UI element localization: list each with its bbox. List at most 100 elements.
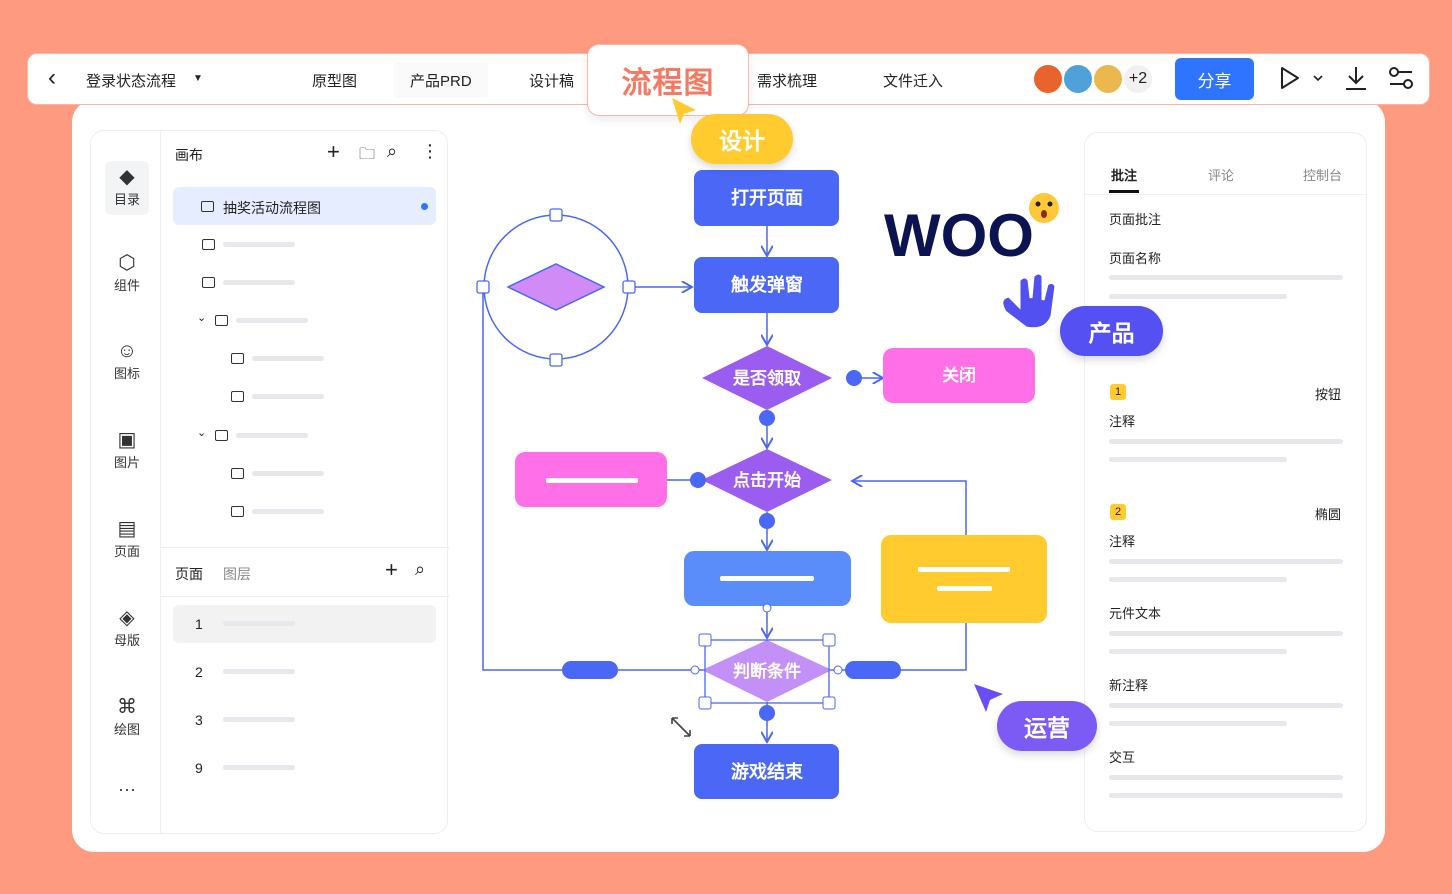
tab-requirements[interactable]: 需求梳理 (757, 73, 818, 90)
canvas-title: 画布 (175, 147, 203, 163)
surprised-face-icon (1027, 191, 1061, 225)
avatar[interactable] (1092, 63, 1124, 95)
settings-sliders-icon[interactable] (1389, 67, 1413, 89)
page-number: 1 (195, 616, 203, 632)
image-icon: ▣ (117, 429, 137, 451)
tab-design[interactable]: 设计稿 (529, 73, 575, 90)
smiley-icon: ☺ (116, 340, 138, 362)
tab-annotations[interactable]: 批注 (1111, 168, 1138, 183)
node-judge-condition[interactable] (702, 640, 832, 702)
search-icon[interactable]: ⌕ (415, 559, 426, 579)
layers-icon: ◆ (119, 166, 135, 188)
node-label: 打开页面 (731, 187, 803, 208)
folder-icon[interactable]: 🗀 (359, 146, 376, 163)
node-label: 触发弹窗 (731, 274, 803, 295)
rail-images[interactable]: ▣图片 (105, 428, 149, 471)
search-icon[interactable]: ⌕ (387, 141, 398, 161)
tree-item-label: 抽奖活动流程图 (223, 200, 321, 216)
page-name-label: 页面名称 (1109, 251, 1162, 266)
unsaved-dot (421, 203, 428, 210)
node-label: 游戏结束 (731, 761, 804, 782)
node-label: 点击开始 (733, 470, 801, 490)
new-note-label: 新注释 (1109, 678, 1149, 693)
chevron-down-icon[interactable]: ⌄ (197, 427, 207, 439)
note-label: 注释 (1109, 534, 1136, 549)
node-close[interactable] (883, 348, 1035, 403)
tab-prd[interactable]: 产品PRD (394, 62, 488, 98)
annotation-type: 椭圆 (1315, 507, 1342, 522)
tree-item-selected[interactable]: 抽奖活动流程图 (173, 187, 436, 225)
more-collaborators[interactable]: +2 (1122, 63, 1154, 95)
element-text-label: 元件文本 (1109, 606, 1162, 621)
avatar[interactable] (1062, 63, 1094, 95)
page-number: 2 (195, 664, 203, 680)
interaction-label: 交互 (1109, 750, 1136, 765)
avatar[interactable] (1032, 63, 1064, 95)
node-click-start[interactable] (702, 449, 832, 512)
page-item[interactable]: 2 (173, 653, 436, 691)
diamond-shape[interactable] (506, 263, 606, 311)
page-item[interactable]: 1 (173, 605, 436, 643)
rail-label: 母版 (113, 633, 140, 648)
rail-more[interactable]: ··· (118, 779, 136, 799)
page-item[interactable]: 9 (173, 749, 436, 787)
page-icon: ▤ (117, 518, 137, 540)
node-popup[interactable] (694, 257, 839, 313)
chevron-down-icon[interactable] (1313, 75, 1323, 82)
cursor-icon (974, 684, 1003, 712)
rail-masters[interactable]: ◈母版 (105, 606, 149, 649)
role-badge-ops: 运营 (997, 701, 1097, 751)
yellow-note-node[interactable] (881, 535, 1047, 623)
cursor-icon (672, 98, 696, 124)
rail-directory[interactable]: ◆ 目录 (105, 161, 149, 215)
tab-layers[interactable]: 图层 (223, 566, 251, 582)
chevron-down-icon[interactable]: ⌄ (197, 312, 207, 324)
back-button[interactable]: ‹ (48, 64, 56, 91)
rail-label: 目录 (113, 192, 140, 207)
node-label: 是否领取 (733, 368, 801, 388)
tab-console[interactable]: 控制台 (1303, 168, 1343, 183)
rail-pages[interactable]: ▤ 页面 (105, 517, 149, 560)
tab-prototype[interactable]: 原型图 (312, 73, 358, 90)
download-icon[interactable] (1346, 67, 1366, 90)
woo-sticker: WOO (883, 191, 1061, 271)
tab-comments[interactable]: 评论 (1208, 168, 1235, 183)
chevron-down-icon[interactable]: ▼ (193, 73, 203, 84)
tab-flowchart[interactable]: 流程图 (587, 44, 749, 116)
side-rail: ◆ 目录 ⬡组件 ☺ 图标 ▣图片 ▤ 页面 ◈母版 ⌘ 绘图 ··· (91, 131, 161, 833)
cube-icon: ⬡ (118, 252, 136, 274)
rail-label: 绘图 (113, 722, 140, 737)
rail-label: 图标 (113, 366, 140, 381)
add-page-icon[interactable]: + (385, 557, 398, 582)
rail-icons[interactable]: ☺ 图标 (105, 339, 149, 382)
rail-label: 页面 (113, 544, 140, 559)
tab-pages[interactable]: 页面 (175, 566, 203, 582)
node-label: 关闭 (942, 365, 976, 385)
add-icon[interactable]: + (327, 139, 340, 164)
hand-icon (1000, 271, 1058, 331)
node-label: 判断条件 (733, 661, 801, 681)
section-page-note: 页面批注 (1109, 212, 1162, 227)
share-button[interactable]: 分享 (1175, 58, 1254, 100)
shapes-icon: ⌘ (117, 696, 137, 718)
rail-drawing[interactable]: ⌘ 绘图 (105, 695, 149, 738)
page-item[interactable]: 3 (173, 701, 436, 739)
note-label: 注释 (1109, 414, 1136, 429)
role-badge-design: 设计 (691, 114, 793, 164)
node-claim-decision[interactable] (702, 346, 832, 410)
toolbar-icons (1281, 67, 1413, 90)
selection-box (704, 639, 830, 704)
node-open-page[interactable] (694, 170, 839, 226)
more-icon[interactable]: ⋮ (421, 141, 439, 161)
node-game-end[interactable] (694, 744, 839, 799)
annotation-number: 1 (1110, 384, 1126, 400)
page-number: 3 (195, 712, 203, 728)
play-icon[interactable] (1281, 67, 1299, 89)
rail-components[interactable]: ⬡组件 (105, 251, 149, 294)
left-panel: ◆ 目录 ⬡组件 ☺ 图标 ▣图片 ▤ 页面 ◈母版 ⌘ 绘图 ··· 画布 + 🗀 ⌕… (90, 130, 449, 834)
right-panel: 批注 评论 控制台 页面批注 页面名称 1 按钮 注释 2 椭圆 注释 元件文本… (1084, 132, 1367, 832)
woo-text: WOO (884, 202, 1034, 269)
doc-title-dropdown[interactable]: 登录状态流程 (86, 73, 177, 90)
tab-import[interactable]: 文件迁入 (883, 73, 944, 90)
